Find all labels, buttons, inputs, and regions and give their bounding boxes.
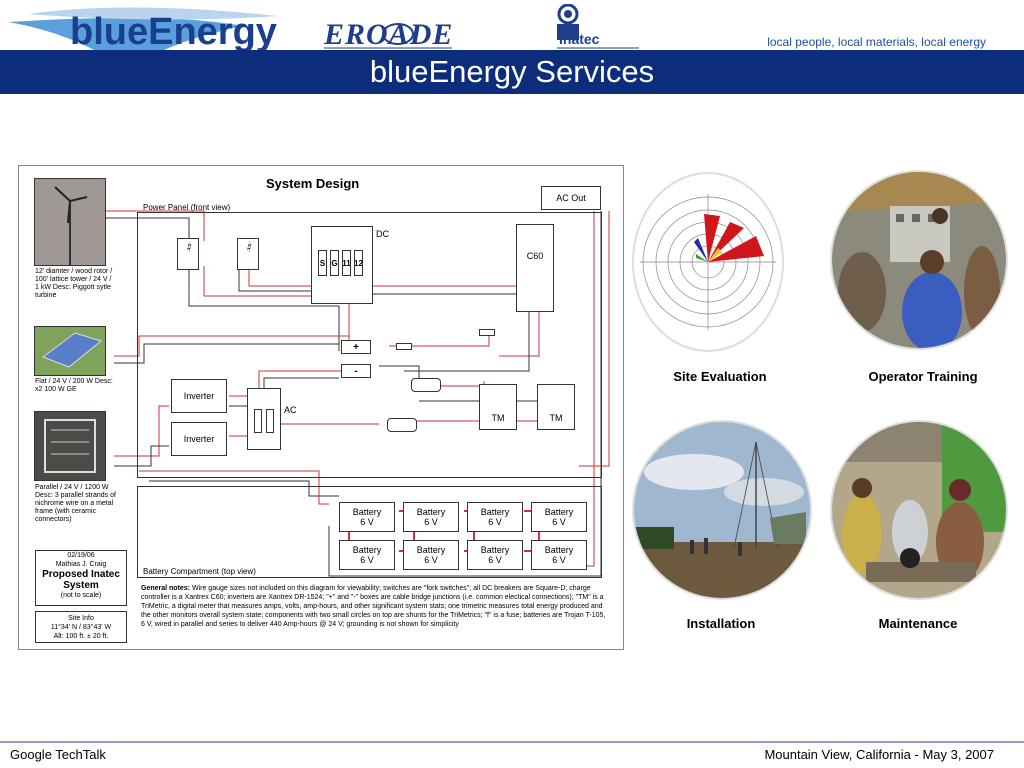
- solar-panel-photo: [34, 326, 106, 376]
- info-box: 02/19/06 Mathias J. Craig Proposed Inate…: [35, 550, 127, 606]
- info-title: Proposed Inatec System: [42, 569, 120, 591]
- info-date: 02/19/06: [67, 552, 95, 559]
- shunt: [387, 418, 417, 432]
- site-evaluation-image: [632, 172, 784, 352]
- breaker-11: 11: [342, 250, 351, 276]
- c60-charge-controller: C60: [516, 224, 554, 312]
- logo-text: blueEnergy: [70, 11, 277, 53]
- erode-logo: EROADE: [323, 18, 453, 51]
- battery-compartment: [137, 486, 602, 578]
- tagline: local people, local materials, local ene…: [767, 35, 986, 49]
- inatec-logo: Inatec: [557, 4, 639, 49]
- training-photo: [832, 172, 1006, 348]
- diagram-title: System Design: [266, 176, 360, 191]
- dump-load-photo: [34, 411, 106, 481]
- solar-description: Flat / 24 V / 200 W Desc: x2 100 W GE: [35, 378, 113, 393]
- blueenergy-logo: blueEnergy: [8, 7, 278, 72]
- plus-junction-box: +: [341, 340, 371, 354]
- maintenance-image: [830, 420, 1008, 600]
- info-author: Mathias J. Craig: [55, 561, 107, 568]
- maintenance-photo: [832, 422, 1006, 598]
- wind-turbine-photo: [34, 178, 106, 266]
- system-design-diagram: System Design Power Panel (front view) 1…: [18, 165, 624, 650]
- inverter-2: Inverter: [171, 422, 227, 456]
- installation-photo: [634, 422, 810, 598]
- installation-label: Installation: [686, 616, 756, 631]
- site-altitude: Alt: 100 ft. ± 20 ft.: [53, 633, 109, 640]
- power-panel: [137, 212, 602, 478]
- operator-training-label: Operator Training: [868, 369, 978, 384]
- general-notes: General notes: Wire gauge sizes not incl…: [137, 582, 612, 644]
- trimetric-2: TM: [537, 384, 575, 430]
- site-info-title: Site Info: [68, 615, 94, 622]
- site-info-box: Site Info 11°34' N / 83°43' W Alt: 100 f…: [35, 611, 127, 643]
- breaker-12: 12: [354, 250, 363, 276]
- dump-load-description: Parallel / 24 V / 1200 W Desc: 3 paralle…: [35, 484, 116, 523]
- site-coords: 11°34' N / 83°43' W: [50, 624, 112, 631]
- shunt: [411, 378, 441, 392]
- installation-image: [632, 420, 812, 600]
- dc-label: DC: [376, 229, 389, 239]
- turbine-description: 12' diamter / wood rotor / 100' lattice …: [35, 268, 113, 299]
- site-evaluation-label: Site Evaluation: [673, 369, 767, 384]
- page-title: blueEnergy Services: [369, 54, 655, 89]
- info-scale: (not to scale): [60, 592, 102, 599]
- footer-left: Google TechTalk: [10, 747, 106, 762]
- footer-divider: [0, 741, 1024, 743]
- trimetric-1: TM: [479, 384, 517, 430]
- ac-out-box: AC Out: [541, 186, 601, 210]
- power-panel-label: Power Panel (front view): [143, 203, 231, 212]
- operator-training-image: [830, 170, 1008, 350]
- title-bar: [0, 50, 1024, 94]
- notes-text: Wire gauge sizes not included on this di…: [141, 585, 606, 628]
- breaker-g: G: [330, 250, 339, 276]
- wind-rose-diagram: [640, 194, 776, 330]
- footer-right: Mountain View, California - May 3, 2007: [764, 747, 994, 762]
- inverter-1: Inverter: [171, 379, 227, 413]
- breaker-s: S: [318, 250, 327, 276]
- fork-switch: ♮: [237, 238, 259, 270]
- svg-text:EROADE: EROADE: [323, 18, 453, 51]
- minus-junction-box: -: [341, 364, 371, 378]
- battery-compartment-label: Battery Compartment (top view): [143, 567, 256, 576]
- fork-switch: ♮: [177, 238, 199, 270]
- maintenance-label: Maintenance: [878, 616, 958, 631]
- fuse: [479, 329, 495, 336]
- notes-label: General notes:: [141, 585, 191, 592]
- ac-breaker-panel: [247, 388, 281, 450]
- svg-text:Inatec: Inatec: [559, 31, 600, 47]
- fuse: [396, 343, 412, 350]
- ac-label: AC: [284, 405, 297, 415]
